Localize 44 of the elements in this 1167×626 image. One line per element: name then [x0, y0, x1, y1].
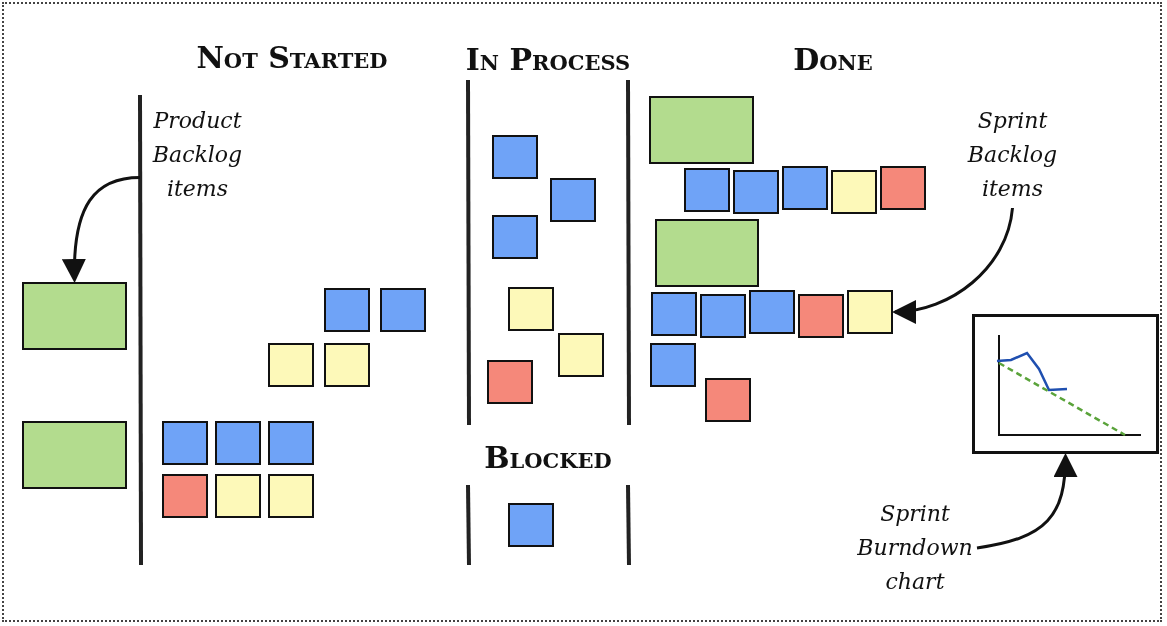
- curved-arrow: [62, 175, 141, 283]
- column-heading: Blocked: [484, 440, 612, 475]
- column-heading: In Process: [465, 42, 631, 77]
- sticky-note: [162, 474, 208, 518]
- sticky-note: [650, 343, 696, 387]
- sticky-note: [700, 294, 746, 338]
- sticky-note: [655, 219, 759, 287]
- sticky-note: [22, 421, 127, 489]
- sticky-note: [162, 421, 208, 465]
- curved-arrow: [976, 453, 1077, 550]
- sticky-note: [268, 343, 314, 387]
- sticky-note: [749, 290, 795, 334]
- sticky-note: [380, 288, 426, 332]
- sticky-note: [550, 178, 596, 222]
- column-heading: Done: [793, 42, 873, 77]
- sticky-note: [324, 343, 370, 387]
- sticky-note: [798, 294, 844, 338]
- sticky-note: [324, 288, 370, 332]
- sticky-note: [492, 135, 538, 179]
- sticky-note: [831, 170, 877, 214]
- sticky-note: [880, 166, 926, 210]
- sticky-note: [215, 474, 261, 518]
- sticky-note: [705, 378, 751, 422]
- sticky-note: [733, 170, 779, 214]
- sticky-note: [684, 168, 730, 212]
- sticky-note: [268, 421, 314, 465]
- handwritten-note: Sprint Backlog items: [955, 104, 1070, 206]
- sticky-note: [649, 96, 754, 164]
- sticky-note: [782, 166, 828, 210]
- sticky-note: [487, 360, 533, 404]
- curved-arrow: [892, 207, 1014, 323]
- handwritten-note: Product Backlog items: [140, 104, 255, 206]
- sticky-note: [847, 290, 893, 334]
- sticky-note: [508, 503, 554, 547]
- column-heading: Not Started: [196, 40, 388, 75]
- burndown-chart-drawing: [972, 314, 1159, 454]
- sticky-note: [558, 333, 604, 377]
- handwritten-note: Sprint Burndown chart: [855, 497, 975, 599]
- sticky-note: [268, 474, 314, 518]
- sticky-note: [508, 287, 554, 331]
- sticky-note: [22, 282, 127, 350]
- sticky-note: [215, 421, 261, 465]
- sticky-note: [651, 292, 697, 336]
- sticky-note: [492, 215, 538, 259]
